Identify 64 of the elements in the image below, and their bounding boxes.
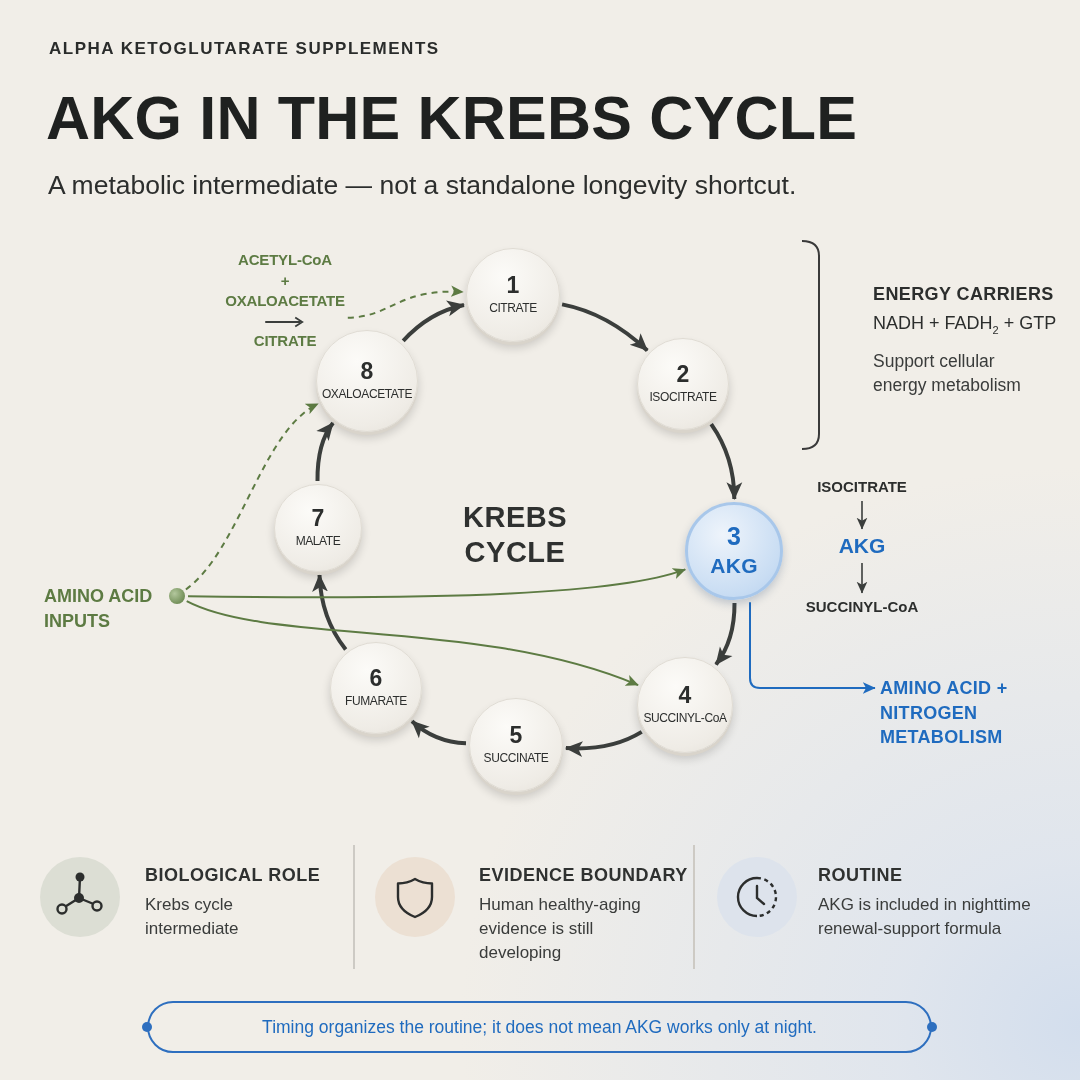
step-number: 6 bbox=[369, 667, 383, 691]
step-disc bbox=[330, 642, 422, 734]
step-number: 4 bbox=[678, 684, 692, 708]
arrow bbox=[856, 562, 868, 594]
input-label: AMINO ACID INPUTS bbox=[44, 585, 154, 633]
step-name: CITRATE bbox=[489, 302, 537, 316]
step-disc bbox=[637, 338, 729, 430]
arrow bbox=[561, 302, 649, 352]
arrow bbox=[401, 301, 465, 343]
arrow bbox=[410, 719, 467, 746]
arrow bbox=[709, 423, 742, 500]
arrow bbox=[714, 602, 737, 666]
arrow bbox=[749, 601, 876, 694]
step-number: 3 bbox=[727, 523, 741, 549]
main-title: AKG IN THE KREBS CYCLE bbox=[46, 88, 857, 149]
step-name: OXALOACETATE bbox=[321, 388, 413, 402]
description-text: AKG is included in nighttime renewal-support formula bbox=[818, 894, 1032, 940]
step-disc bbox=[469, 698, 563, 792]
formula-text: NADH + FADH$_{2}$ + GTP bbox=[873, 313, 1057, 334]
arrow bbox=[312, 574, 348, 651]
equation-text: + bbox=[280, 270, 290, 291]
note-text: Timing organizes the routine; it does not mean AKG works only at night. bbox=[262, 1016, 817, 1038]
arrow bbox=[565, 730, 643, 757]
arrow bbox=[187, 567, 687, 599]
pathway-text: SUCCINYL-CoA bbox=[805, 597, 919, 617]
step-number: 2 bbox=[676, 363, 690, 387]
section-heading: ENERGY CARRIERS bbox=[873, 284, 1054, 305]
equation-text: OXALOACETATE bbox=[225, 291, 345, 311]
step-number: 8 bbox=[360, 360, 374, 384]
step-disc bbox=[316, 330, 418, 432]
description-text: Support cellular energy metabolism bbox=[873, 350, 1022, 397]
section-heading: BIOLOGICAL ROLE bbox=[145, 865, 321, 886]
step-name: AKG bbox=[710, 553, 758, 579]
step-disc bbox=[274, 484, 362, 572]
step-name: MALATE bbox=[295, 535, 341, 549]
subtitle: A metabolic intermediate — not a standalone longevity shortcut. bbox=[48, 170, 797, 201]
step-number: 7 bbox=[311, 507, 325, 531]
step-disc bbox=[637, 657, 733, 753]
step-number: 1 bbox=[506, 274, 520, 298]
pathway-text: AMINO ACID + NITROGEN METABOLISM bbox=[880, 676, 1030, 750]
equation-text: CITRATE bbox=[253, 330, 317, 351]
dot-icon bbox=[169, 588, 185, 604]
step-name: ISOCITRATE bbox=[649, 391, 717, 405]
eyebrow-text: ALPHA KETOGLUTARATE SUPPLEMENTS bbox=[49, 39, 440, 59]
description-text: Krebs cycle intermediate bbox=[145, 894, 240, 940]
pathway-text: ISOCITRATE bbox=[817, 477, 907, 497]
note-banner bbox=[147, 1001, 932, 1053]
arrow bbox=[856, 500, 868, 530]
section-heading: EVIDENCE BOUNDARY bbox=[479, 865, 688, 886]
description-text: Human healthy-aging evidence is still developing bbox=[479, 894, 642, 964]
dashed-arrow bbox=[184, 402, 320, 591]
dashed-arrow bbox=[346, 285, 465, 319]
step-name: SUCCINYL-CoA bbox=[643, 712, 727, 726]
cycle-title: KREBS CYCLE bbox=[463, 500, 567, 570]
step-disc bbox=[685, 502, 783, 600]
arrow bbox=[185, 600, 640, 687]
step-name: SUCCINATE bbox=[483, 752, 549, 766]
arrow bbox=[315, 421, 335, 481]
step-number: 5 bbox=[509, 724, 523, 748]
section-heading: ROUTINE bbox=[818, 865, 903, 886]
step-disc bbox=[466, 248, 560, 342]
step-name: FUMARATE bbox=[345, 695, 407, 709]
pathway-text: AKG bbox=[838, 533, 886, 559]
equation-text: ACETYL-CoA bbox=[238, 250, 332, 270]
